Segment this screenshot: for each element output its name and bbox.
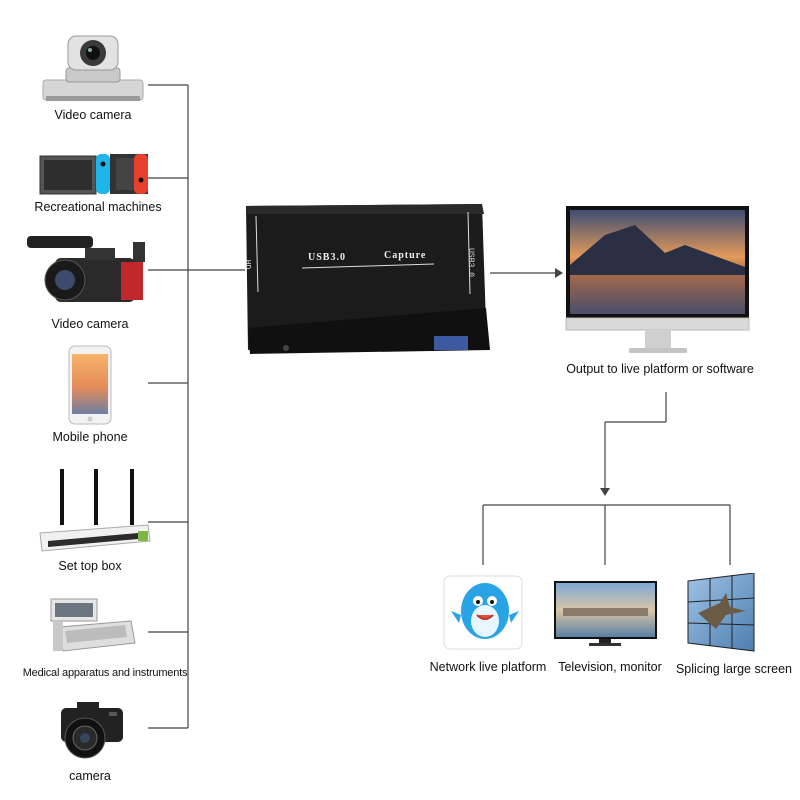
output-label: Output to live platform or software (566, 362, 754, 376)
source-ptz-camera (38, 30, 148, 108)
game-console-icon (39, 154, 150, 195)
target-label: Television, monitor (558, 660, 662, 674)
target-label: Network live platform (429, 660, 547, 674)
target-television (553, 580, 658, 648)
mobile-phone-icon (68, 345, 112, 425)
source-camcorder (25, 228, 150, 313)
capture-device: HD USB3.0 USB3.0 Capture (242, 202, 492, 354)
target-label: Splicing large screen (675, 662, 793, 676)
source-label: Video camera (54, 108, 132, 122)
target-network-live-platform (443, 575, 523, 650)
source-label: Medical apparatus and instruments (22, 667, 188, 679)
source-set-top-box (38, 465, 153, 555)
camcorder-icon (27, 236, 145, 302)
target-splicing-screen (686, 572, 756, 653)
source-label: Recreational machines (34, 200, 162, 214)
dolphin-mascot-icon (443, 575, 523, 650)
television-icon (554, 581, 657, 646)
source-dslr-camera (55, 698, 130, 763)
router-icon (39, 469, 151, 552)
source-label: camera (69, 769, 111, 783)
source-label: Mobile phone (52, 430, 128, 444)
port-label-usb: USB3.0 (465, 248, 475, 277)
capture-box-icon (246, 204, 490, 354)
video-wall-icon (687, 572, 755, 652)
port-label-hd: HD (242, 259, 252, 270)
source-game-console (38, 150, 150, 200)
source-medical-device (45, 595, 140, 657)
dslr-camera-icon (61, 702, 123, 759)
monitor-icon (565, 206, 750, 353)
ptz-camera-icon (42, 35, 144, 101)
device-label-capture: Capture (384, 250, 427, 261)
output-monitor (565, 205, 750, 355)
source-label: Set top box (58, 559, 122, 573)
medical-device-icon (50, 598, 136, 652)
source-mobile-phone (68, 345, 112, 425)
source-label: Video camera (51, 317, 129, 331)
device-label-usb: USB3.0 (308, 252, 346, 263)
